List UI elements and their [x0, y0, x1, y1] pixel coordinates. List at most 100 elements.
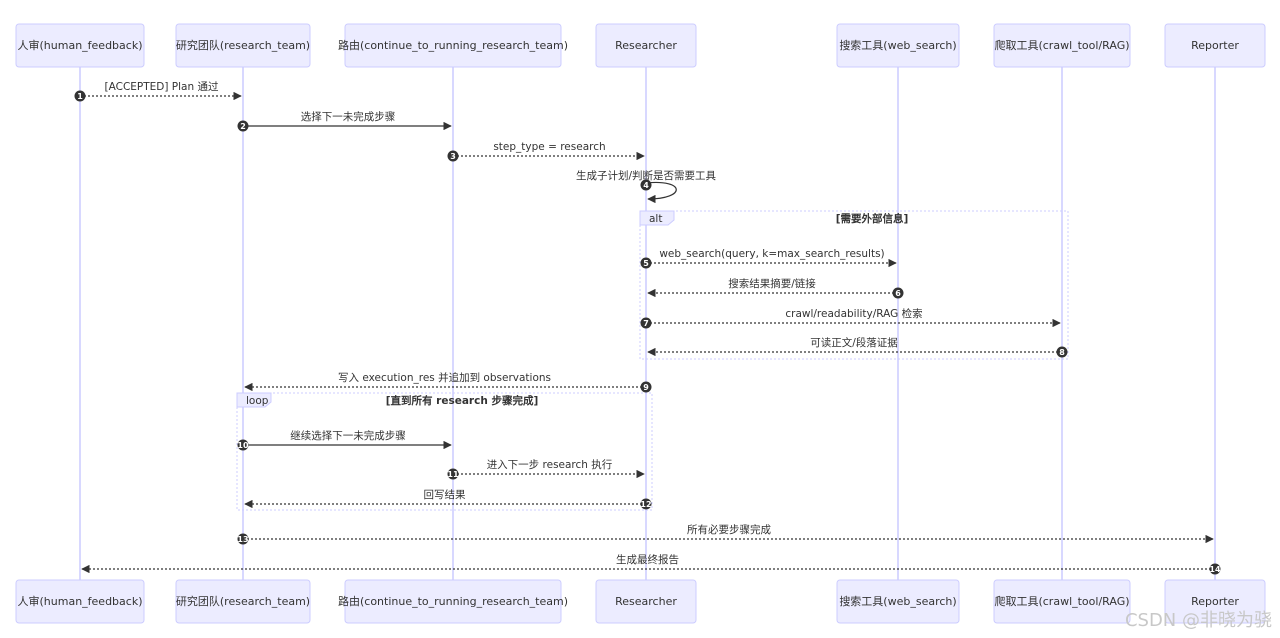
sequence-number-badge: [640, 317, 652, 329]
participant-box: [595, 23, 697, 68]
participant-hf-bottom: 人审(human_feedback): [15, 579, 145, 624]
sequence-number: 13: [237, 535, 248, 544]
frame-alt: alt [需要外部信息]: [639, 210, 1069, 360]
message-7: crawl/readability/RAG 检索 7: [640, 307, 1061, 329]
participant-crawl-top: 爬取工具(crawl_tool/RAG): [993, 23, 1131, 68]
sequence-number-badge: [237, 439, 249, 451]
message-11: 进入下一步 research 执行 11: [447, 458, 645, 480]
message-label: 可读正文/段落证据: [810, 336, 898, 349]
message-label: crawl/readability/RAG 检索: [785, 307, 922, 320]
sequence-number: 7: [643, 319, 649, 328]
message-5: web_search(query, k=max_search_results) 5: [640, 248, 897, 269]
csdn-watermark: CSDN @非晓为骁: [1124, 610, 1272, 631]
participant-rt-bottom: 研究团队(research_team): [175, 579, 311, 624]
message-label: step_type = research: [493, 141, 605, 153]
sequence-number: 1: [77, 92, 83, 101]
participant-ws-top: 搜索工具(web_search): [836, 23, 960, 68]
message-label: 选择下一未完成步骤: [301, 110, 396, 123]
sequence-number: 8: [1059, 348, 1065, 357]
participant-label: 人审(human_feedback): [18, 38, 143, 52]
participant-rep-bottom: Reporter: [1164, 579, 1266, 624]
participant-label: 研究团队(research_team): [176, 38, 310, 52]
participant-label: 搜索工具(web_search): [839, 38, 956, 52]
participant-ws-bottom: 搜索工具(web_search): [836, 579, 960, 624]
message-label: 搜索结果摘要/链接: [728, 277, 816, 290]
participant-label: Researcher: [615, 595, 677, 608]
sequence-number-badge: [447, 150, 459, 162]
participant-box: [993, 23, 1131, 68]
sequence-number: 4: [643, 181, 649, 190]
message-label: [ACCEPTED] Plan 通过: [105, 80, 219, 93]
frame-border: [236, 392, 653, 511]
participant-route-top: 路由(continue_to_running_research_team): [338, 23, 568, 68]
message-label: 回写结果: [424, 488, 466, 501]
sequence-number-badge: [447, 468, 459, 480]
message-3: step_type = research 3: [447, 141, 645, 162]
sequence-number: 3: [450, 152, 456, 161]
sequence-number: 12: [640, 500, 651, 509]
participant-route-bottom: 路由(continue_to_running_research_team): [338, 579, 568, 624]
message-13: 所有必要步骤完成 13: [237, 523, 1214, 545]
message-label: 所有必要步骤完成: [687, 523, 771, 536]
participant-box: [15, 579, 145, 624]
sequence-number: 6: [895, 289, 901, 298]
participant-label: 路由(continue_to_running_research_team): [338, 38, 568, 52]
participant-box: [993, 579, 1131, 624]
participant-box: [15, 23, 145, 68]
frame-kind-label: alt: [649, 213, 662, 225]
sequence-number-badge: [640, 257, 652, 269]
frame-tag: [639, 210, 675, 226]
participant-label: 研究团队(research_team): [176, 594, 310, 608]
sequence-number-badge: [640, 179, 652, 191]
frame-loop: loop[直到所有 research 步骤完成]: [236, 392, 653, 511]
sequence-number-badge: [237, 120, 249, 132]
participant-label: 路由(continue_to_running_research_team): [338, 594, 568, 608]
participant-label: Reporter: [1191, 39, 1239, 52]
participant-rt-top: 研究团队(research_team): [175, 23, 311, 68]
sequence-number-badge: [1056, 346, 1068, 358]
participant-box: [1164, 23, 1266, 68]
participant-label: Reporter: [1191, 595, 1239, 608]
self-message-arrow: [645, 181, 677, 204]
message-label: 写入 execution_res 并追加到 observations: [338, 371, 551, 384]
message-6: 搜索结果摘要/链接 6: [647, 277, 904, 299]
sequence-number: 2: [240, 122, 246, 131]
participant-rep-top: Reporter: [1164, 23, 1266, 68]
message-2: 选择下一未完成步骤 2: [237, 110, 452, 132]
sequence-number-badge: [892, 287, 904, 299]
sequence-number: 5: [643, 259, 649, 268]
message-1: [ACCEPTED] Plan 通过 1: [74, 80, 242, 102]
sequence-number-badge: [1209, 563, 1221, 575]
participant-box: [595, 579, 697, 624]
sequence-number: 9: [643, 383, 649, 392]
participant-label: 爬取工具(crawl_tool/RAG): [994, 595, 1129, 608]
frame-border: [639, 210, 1069, 360]
message-8: 可读正文/段落证据 8: [647, 336, 1068, 358]
sequence-number-badge: [640, 381, 652, 393]
participant-res-bottom: Researcher: [595, 579, 697, 624]
frame-tag: [236, 392, 272, 408]
sequence-number: 14: [1209, 565, 1221, 574]
sequence-number: 11: [447, 470, 459, 479]
participant-box: [836, 579, 960, 624]
participant-box: [344, 23, 562, 68]
participant-label: Researcher: [615, 39, 677, 52]
participant-hf-top: 人审(human_feedback): [15, 23, 145, 68]
frame-condition: [需要外部信息]: [836, 212, 909, 225]
frame-condition: [直到所有 research 步骤完成]: [386, 394, 539, 407]
participant-box: [1164, 579, 1266, 624]
participant-box: [175, 579, 311, 624]
participant-label: 搜索工具(web_search): [839, 594, 956, 608]
participant-box: [344, 579, 562, 624]
message-label: 进入下一步 research 执行: [487, 458, 613, 471]
participant-label: 人审(human_feedback): [18, 594, 143, 608]
participant-label: 爬取工具(crawl_tool/RAG): [994, 39, 1129, 52]
participant-crawl-bottom: 爬取工具(crawl_tool/RAG): [993, 579, 1131, 624]
message-9: 写入 execution_res 并追加到 observations 9: [244, 371, 652, 393]
message-label: 生成子计划/判断是否需要工具: [576, 169, 717, 182]
message-label: 继续选择下一未完成步骤: [290, 429, 406, 442]
message-label: web_search(query, k=max_search_results): [659, 248, 884, 260]
